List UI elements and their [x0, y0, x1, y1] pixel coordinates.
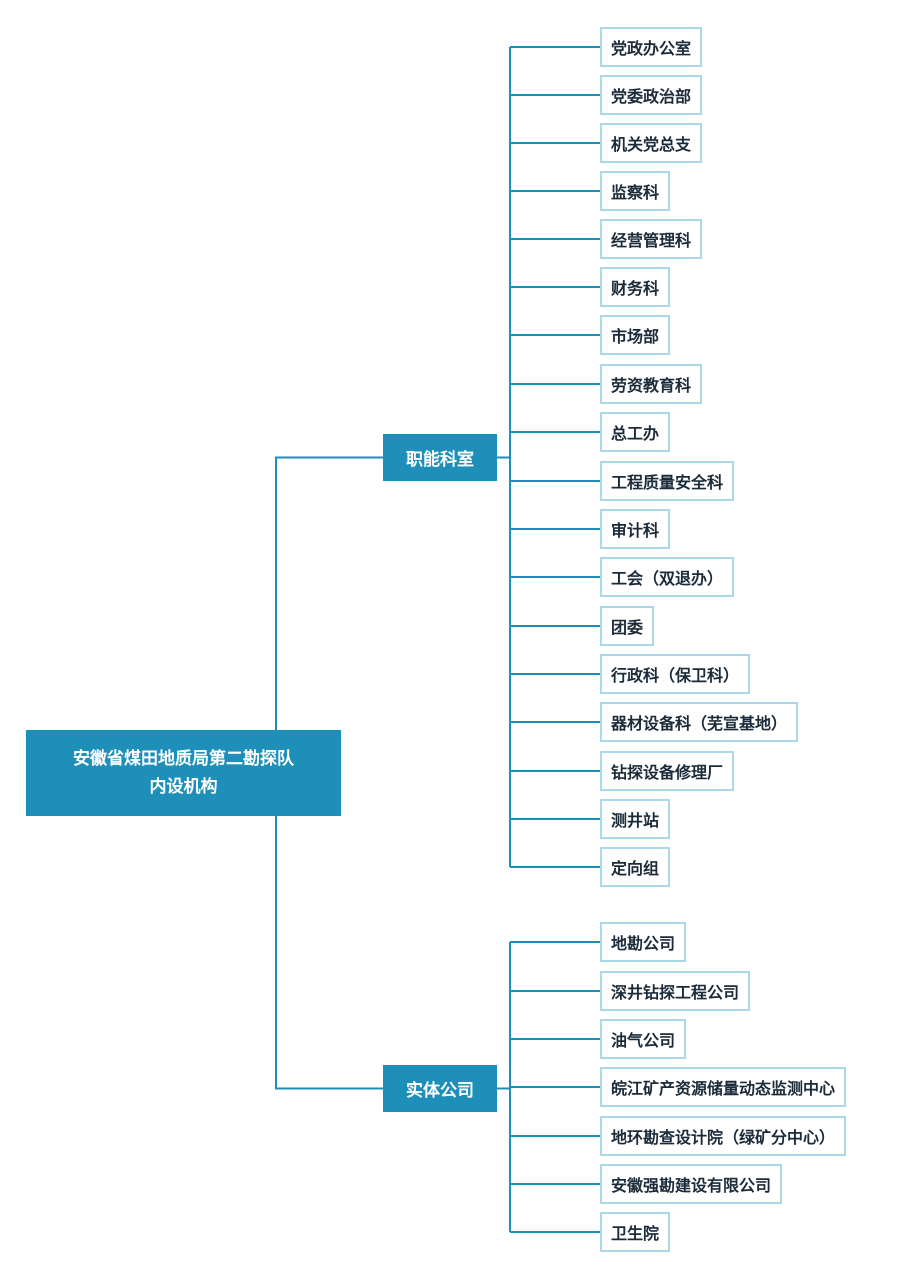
leaf-label: 安徽强勘建设有限公司: [611, 1176, 772, 1195]
leaf-node: 安徽强勘建设有限公司: [600, 1164, 783, 1204]
leaf-node: 监察科: [600, 171, 671, 211]
leaf-node: 测井站: [600, 799, 671, 839]
root-node: 安徽省煤田地质局第二勘探队 内设机构: [26, 730, 341, 816]
leaf-label: 地环勘查设计院（绿矿分中心）: [611, 1128, 836, 1147]
leaf-node: 卫生院: [600, 1212, 671, 1252]
leaf-label: 器材设备科（芜宣基地）: [611, 714, 788, 733]
leaf-label: 地勘公司: [611, 934, 676, 953]
leaf-label: 监察科: [611, 183, 660, 202]
leaf-label: 市场部: [611, 327, 660, 346]
leaf-node: 党政办公室: [600, 27, 703, 67]
leaf-node: 行政科（保卫科）: [600, 654, 751, 694]
leaf-label: 总工办: [611, 424, 660, 443]
leaf-node: 皖江矿产资源储量动态监测中心: [600, 1067, 847, 1107]
leaf-label: 定向组: [611, 859, 660, 878]
leaf-node: 钻探设备修理厂: [600, 751, 735, 791]
leaf-label: 皖江矿产资源储量动态监测中心: [611, 1079, 836, 1098]
leaf-label: 测井站: [611, 811, 660, 830]
leaf-label: 钻探设备修理厂: [611, 763, 724, 782]
leaf-node: 市场部: [600, 315, 671, 355]
leaf-label: 党委政治部: [611, 87, 692, 106]
leaf-label: 油气公司: [611, 1031, 676, 1050]
leaf-node: 油气公司: [600, 1019, 687, 1059]
leaf-label: 经营管理科: [611, 231, 692, 250]
leaf-label: 机关党总支: [611, 135, 692, 154]
leaf-node: 深井钻探工程公司: [600, 971, 751, 1011]
leaf-node: 定向组: [600, 847, 671, 887]
leaf-node: 团委: [600, 606, 655, 646]
group-node-functional-departments: 职能科室: [383, 434, 497, 481]
leaf-node: 地勘公司: [600, 922, 687, 962]
leaf-label: 卫生院: [611, 1224, 660, 1243]
leaf-label: 行政科（保卫科）: [611, 666, 740, 685]
root-label: 安徽省煤田地质局第二勘探队 内设机构: [73, 749, 294, 797]
group-node-entity-companies: 实体公司: [383, 1065, 497, 1112]
leaf-node: 地环勘查设计院（绿矿分中心）: [600, 1116, 847, 1156]
leaf-node: 财务科: [600, 267, 671, 307]
leaf-node: 机关党总支: [600, 123, 703, 163]
leaf-node: 器材设备科（芜宣基地）: [600, 702, 799, 742]
leaf-label: 工会（双退办）: [611, 569, 724, 588]
leaf-label: 审计科: [611, 521, 660, 540]
leaf-label: 财务科: [611, 279, 660, 298]
leaf-label: 党政办公室: [611, 39, 692, 58]
leaf-node: 党委政治部: [600, 75, 703, 115]
leaf-node: 审计科: [600, 509, 671, 549]
leaf-label: 工程质量安全科: [611, 473, 724, 492]
leaf-node: 总工办: [600, 412, 671, 452]
leaf-label: 深井钻探工程公司: [611, 983, 740, 1002]
leaf-node: 工程质量安全科: [600, 461, 735, 501]
group-label: 职能科室: [406, 450, 474, 470]
leaf-label: 劳资教育科: [611, 376, 692, 395]
leaf-node: 经营管理科: [600, 219, 703, 259]
group-label: 实体公司: [406, 1081, 474, 1101]
leaf-label: 团委: [611, 618, 644, 637]
leaf-node: 劳资教育科: [600, 364, 703, 404]
leaf-node: 工会（双退办）: [600, 557, 735, 597]
